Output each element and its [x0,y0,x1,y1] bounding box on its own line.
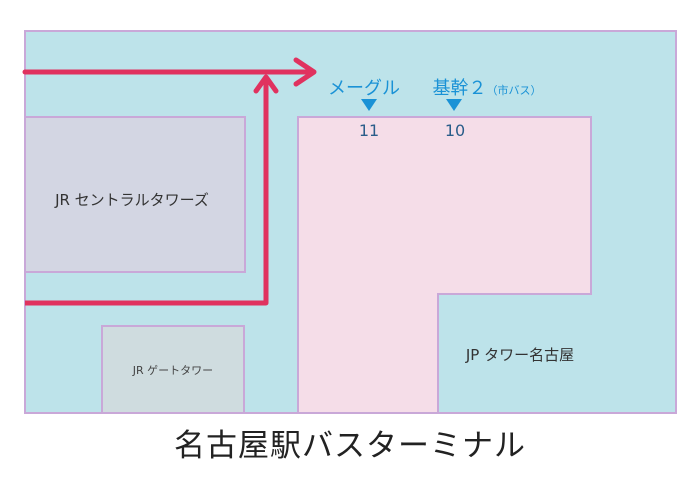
stop-10-number: 10 [445,121,465,140]
route-lower-line [25,80,269,306]
stop-10-marker[interactable] [446,99,462,111]
route-lower-arrowhead [253,74,279,94]
gate-tower-building [101,325,245,414]
stop-11-number: 11 [359,121,379,140]
stop-11-marker[interactable] [361,99,377,111]
central-towers-building [24,116,246,273]
stop-kikan-label: 基幹２（市バス） [433,78,542,99]
stop-kikan-sub: （市バス） [487,83,542,97]
stop-meguru-label: メーグル [328,78,400,99]
stop-kikan-main: 基幹２ [433,78,487,99]
route-top-arrowhead [293,57,317,87]
gate-tower-label: JR ゲートタワー [132,364,213,377]
bus-terminal-area [297,116,592,414]
central-towers-label: JR セントラルタワーズ [54,191,209,209]
map-title: 名古屋駅バスターミナル [174,428,526,464]
jp-tower-label: JP タワー名古屋 [465,346,574,364]
